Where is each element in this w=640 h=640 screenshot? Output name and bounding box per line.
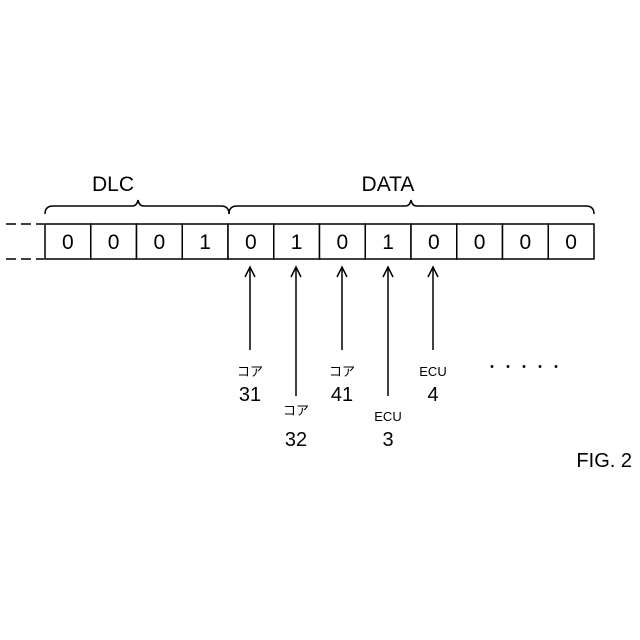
bit-value: 0 [474,231,486,254]
pointer-arrows: コア31コア32コア41ECU3ECU4 [237,267,447,451]
bit-value: 1 [291,231,303,254]
pointer-reference-number: 4 [427,384,438,406]
dlc-label: DLC [92,173,134,196]
ellipsis: ・・・・・ [485,359,565,375]
bit-value: 0 [428,231,440,254]
pointer-reference-number: 41 [331,384,353,406]
bit-value: 0 [337,231,349,254]
bit-value: 0 [62,231,74,254]
pointer-caption: コア [329,364,355,379]
bit-value: 0 [154,231,166,254]
pointer-caption: コア [283,403,309,418]
pointer-reference-number: 31 [239,384,261,406]
bit-value: 1 [199,231,211,254]
data-bracket [229,200,594,214]
bit-value: 0 [520,231,532,254]
bit-value: 0 [108,231,120,254]
bit-value: 1 [382,231,394,254]
pointer-caption: ECU [374,409,401,424]
bit-value: 0 [245,231,257,254]
data-label: DATA [362,173,415,196]
bit-value: 0 [565,231,577,254]
pointer-caption: コア [237,364,263,379]
pointer-reference-number: 3 [382,429,393,451]
pointer-caption: ECU [419,364,446,379]
dlc-bracket [45,200,229,214]
pointer-reference-number: 32 [285,429,307,451]
bit-field: 0 0 0 1 0 1 0 1 0 0 0 0 [45,224,594,259]
figure-label: FIG. 2 [576,450,632,472]
